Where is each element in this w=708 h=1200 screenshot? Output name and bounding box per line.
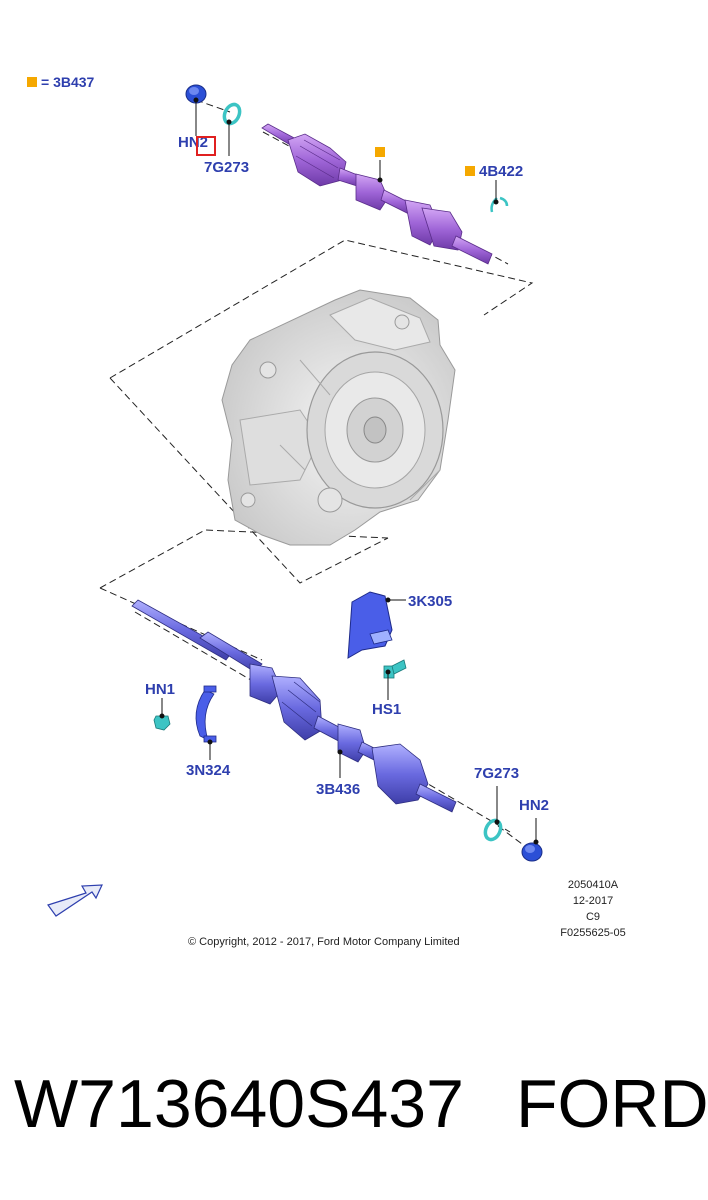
label-4b422: 4B422 (479, 163, 524, 180)
lower-drive-shaft (131, 599, 457, 813)
label-hn2-bottom: HN2 (519, 797, 550, 814)
upper-drive-shaft (261, 123, 493, 265)
circlip-4b422 (490, 196, 509, 213)
bottom-washer-7g273 (483, 818, 503, 842)
direction-arrow-icon (47, 884, 103, 917)
bolt-hs1 (383, 659, 407, 679)
copyright-text: © Copyright, 2012 - 2017, Ford Motor Com… (188, 936, 460, 948)
label-3n324: 3N324 (186, 762, 231, 779)
label-7g273-top: 7G273 (204, 159, 250, 176)
label-3k305: 3K305 (408, 593, 453, 610)
part-number: W713640S437 (14, 1066, 464, 1142)
diagram-code: 2050410A (567, 879, 619, 891)
bottom-nut-hn2 (521, 842, 543, 862)
label-hn1: HN1 (145, 681, 176, 698)
brand-name: FORD (516, 1066, 708, 1142)
bottom-leader-lines (159, 597, 539, 845)
highlight-box (196, 136, 216, 156)
legend-square-icon (27, 77, 37, 87)
top-nut-hn2 (185, 84, 207, 104)
diagram-date: 12-2017 (572, 895, 614, 907)
legend-square-4b422 (465, 166, 475, 176)
top-washer-7g273 (222, 102, 242, 126)
strap-3n324 (195, 685, 217, 743)
label-hs1: HS1 (372, 701, 402, 718)
legend-square-on-shaft (375, 147, 385, 157)
label-7g273-bottom: 7G273 (474, 765, 520, 782)
legend-text: = 3B437 (41, 74, 95, 90)
label-hn2-top: HN2 (178, 134, 209, 151)
label-3b436: 3B436 (316, 781, 361, 798)
bracket-3k305 (347, 591, 393, 659)
top-leader-lines (193, 97, 499, 205)
transmission-housing (221, 289, 456, 546)
nut-hn1 (153, 715, 171, 731)
diagram-ref: F0255625-05 (560, 927, 626, 939)
exploded-parts-diagram (47, 84, 543, 917)
diagram-variant: C9 (585, 911, 601, 923)
